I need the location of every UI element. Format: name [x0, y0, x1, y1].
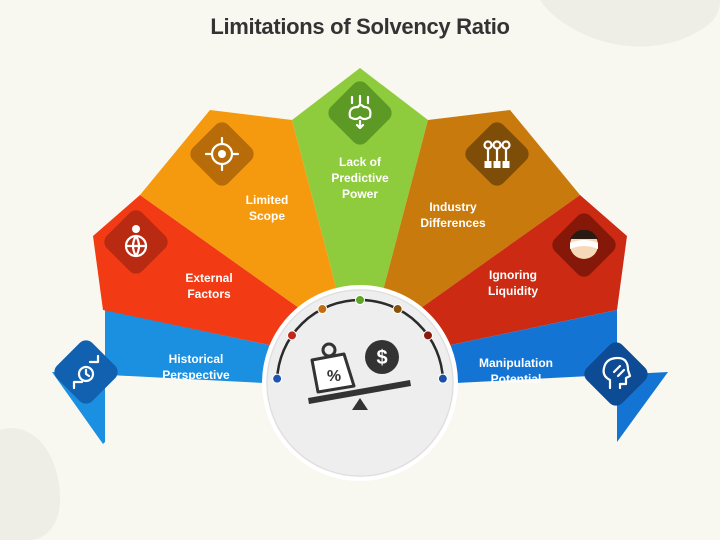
time-arrows-icon: [54, 340, 118, 404]
hands-options-icon: [465, 122, 529, 186]
decor-blob-top: [540, 0, 720, 47]
center-dial: %$: [262, 285, 458, 481]
brain-network-icon: [328, 81, 392, 145]
dial-dot: [392, 304, 403, 315]
globe-person-icon: [104, 210, 168, 274]
dial-dot: [422, 330, 433, 341]
head-hand-icon: [584, 342, 648, 406]
dial-dot: [317, 304, 328, 315]
segment-label: Perspective: [162, 368, 230, 382]
segment-label: Manipulation: [479, 356, 553, 370]
dollar-symbol: $: [376, 347, 387, 369]
dial-dot: [355, 295, 365, 305]
target-gear-icon: [190, 122, 254, 186]
segment-label: External: [185, 271, 232, 285]
segment-label: Ignoring: [489, 268, 537, 282]
segment-label: Liquidity: [488, 284, 538, 298]
segment-label: Limited: [246, 193, 289, 207]
segment-label: Scope: [249, 209, 285, 223]
segment-label: Lack of: [339, 155, 382, 169]
dial-dot: [272, 373, 283, 384]
segment-shape: [383, 110, 580, 309]
decor-blob-bottom: [0, 428, 60, 540]
dial-dot: [287, 330, 298, 341]
segment-label: Power: [342, 187, 378, 201]
dial-dot: [437, 373, 448, 384]
segment-shape: [52, 310, 272, 444]
segment-shape: [140, 110, 337, 309]
segment-label: Predictive: [331, 171, 389, 185]
segment-label: Differences: [420, 216, 486, 230]
page-title: Limitations of Solvency Ratio: [210, 14, 510, 39]
segment-label: Industry: [429, 200, 477, 214]
segment-label: Potential: [491, 372, 542, 386]
blindfold-head-icon: [552, 213, 616, 277]
segment-label: Historical: [169, 352, 224, 366]
percent-symbol: %: [327, 368, 341, 385]
percent-dollar-scale-icon: %$: [308, 340, 411, 410]
segment-shape: [292, 68, 428, 290]
segment-label: Factors: [187, 287, 231, 301]
